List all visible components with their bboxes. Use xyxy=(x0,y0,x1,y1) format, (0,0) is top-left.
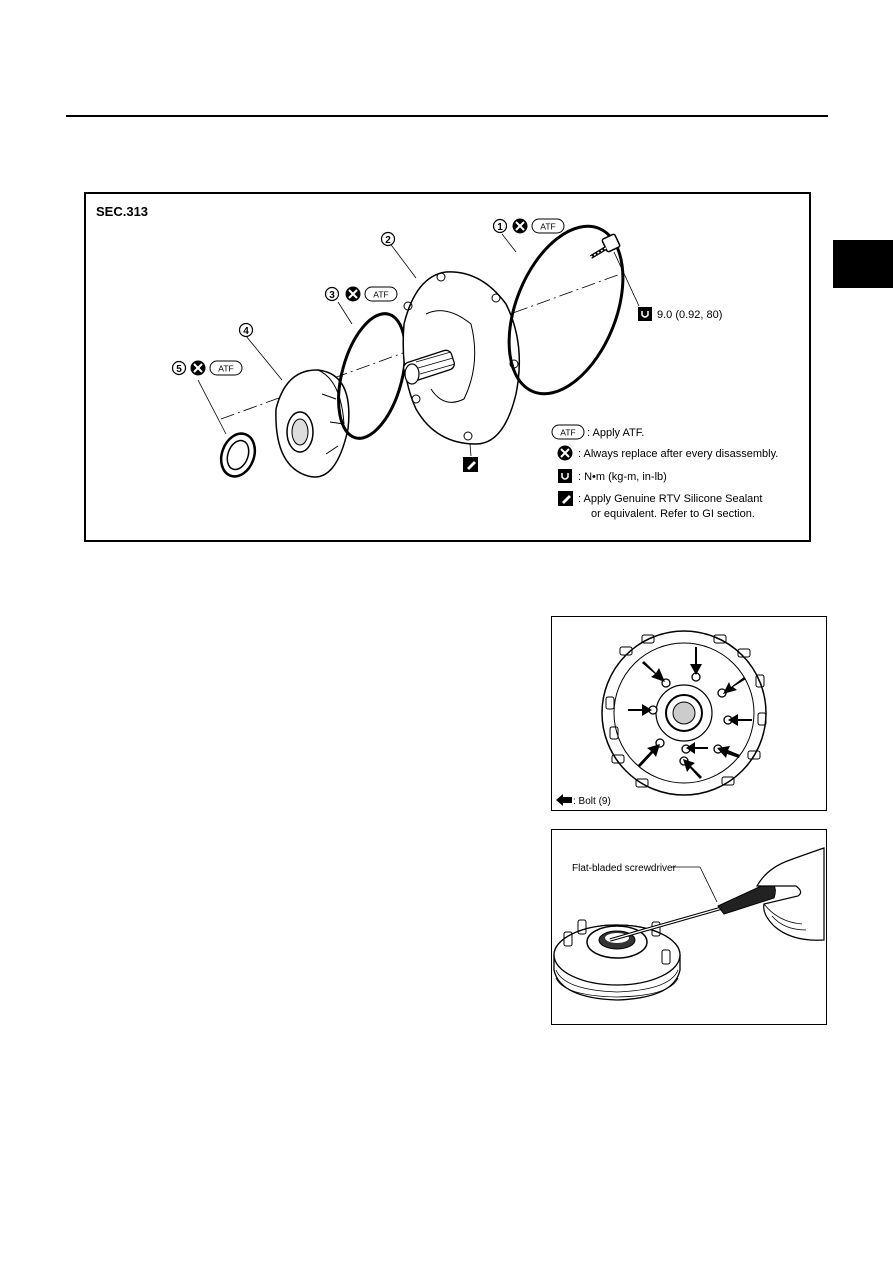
callout-3: 3 xyxy=(324,286,340,302)
svg-text:2: 2 xyxy=(385,235,391,246)
legend-replace-icon xyxy=(557,445,573,461)
torque-icon xyxy=(638,307,652,321)
callout-5: 5 xyxy=(171,360,187,376)
replace-icon xyxy=(190,360,206,376)
atf-badge: ATF xyxy=(364,286,398,302)
leader-1 xyxy=(501,233,517,253)
callout-2: 2 xyxy=(380,231,396,247)
sealant-icon xyxy=(463,457,478,472)
legend-sealant-line-1: : Apply Genuine RTV Silicone Sealant xyxy=(578,493,762,505)
torque-spec: 9.0 (0.92, 80) xyxy=(657,309,722,321)
svg-text:4: 4 xyxy=(243,326,249,337)
bolt-legend-arrow-icon xyxy=(556,794,572,806)
legend-torque-icon xyxy=(558,469,572,483)
callout-4: 4 xyxy=(238,322,254,338)
legend-torque: : N•m (kg-m, in-lb) xyxy=(578,471,667,483)
svg-text:1: 1 xyxy=(497,222,503,233)
bolt-arrows xyxy=(628,647,752,779)
exploded-view-figure: SEC.313 xyxy=(84,192,811,542)
pump-housing-face xyxy=(601,630,767,796)
bolt-caption: : Bolt (9) xyxy=(573,796,611,807)
header-rule xyxy=(66,115,828,117)
leader-3 xyxy=(337,301,353,325)
svg-text:ATF: ATF xyxy=(373,290,388,300)
section-tab xyxy=(833,240,893,288)
pump-cover-drawing xyxy=(553,919,681,1001)
legend-atf: : Apply ATF. xyxy=(587,427,644,439)
bolt-location-svg: : Bolt (9) xyxy=(556,630,767,807)
leader-4 xyxy=(245,335,283,381)
atf-badge: ATF xyxy=(531,218,565,234)
part-5-oil-seal xyxy=(219,432,257,478)
svg-text:5: 5 xyxy=(176,364,182,375)
svg-text:ATF: ATF xyxy=(560,428,575,438)
legend: ATF : Apply ATF. : Always replace after … xyxy=(551,424,778,520)
sealant-leader xyxy=(469,443,472,457)
legend-sealant-line-2: or equivalent. Refer to GI section. xyxy=(591,508,755,520)
leader-5 xyxy=(197,379,227,435)
svg-text:ATF: ATF xyxy=(218,364,233,374)
atf-badge: ATF xyxy=(209,360,243,376)
legend-replace: : Always replace after every disassembly… xyxy=(578,448,778,460)
svg-text:ATF: ATF xyxy=(540,222,555,232)
seal-removal-figure: Flat-bladed screwdriver xyxy=(551,829,827,1025)
hand-drawing xyxy=(755,847,825,941)
bolt-drawing xyxy=(589,233,621,259)
svg-text:3: 3 xyxy=(329,290,335,301)
legend-sealant-icon xyxy=(558,491,573,506)
legend-atf-icon: ATF xyxy=(551,424,585,440)
bolt-location-figure: : Bolt (9) xyxy=(551,616,827,811)
leader-2 xyxy=(388,241,417,279)
part-4-pump-cover xyxy=(275,369,350,478)
torque-leader xyxy=(613,251,640,307)
part-1-o-ring xyxy=(507,224,625,396)
replace-icon xyxy=(512,218,528,234)
screwdriver-label: Flat-bladed screwdriver xyxy=(572,863,677,874)
seal-removal-svg: Flat-bladed screwdriver xyxy=(553,847,825,1001)
screwdriver-drawing xyxy=(609,881,776,942)
replace-icon xyxy=(345,286,361,302)
part-2-pump-housing xyxy=(402,271,521,445)
section-label: SEC.313 xyxy=(96,204,148,219)
exploded-view-svg: SEC.313 xyxy=(96,204,778,520)
part-3-o-ring xyxy=(337,312,407,440)
callout-1: 1 xyxy=(492,218,508,234)
